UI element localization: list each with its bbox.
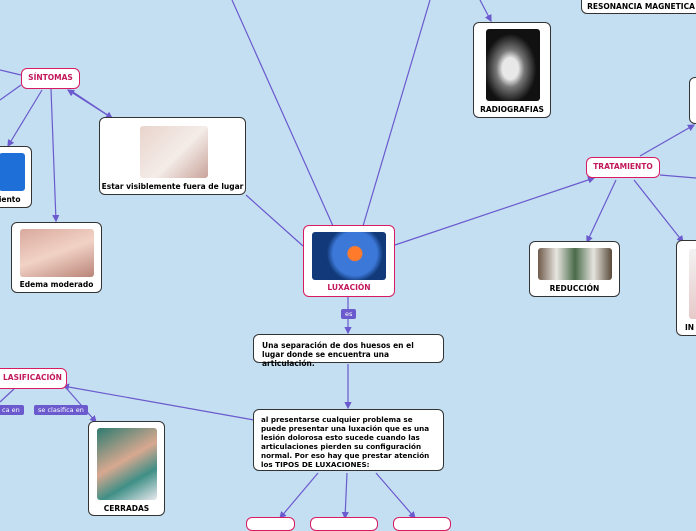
reduccion-label: REDUCCIÓN [549, 284, 600, 293]
miento-node[interactable]: miento [0, 146, 32, 208]
es-link-label: es [341, 309, 357, 319]
edge-central-top-left [231, 0, 334, 227]
edge-tipos-down1 [279, 472, 319, 519]
edge-tratamiento-right [659, 174, 696, 179]
clasifica-link-label: se clasifica en [34, 405, 88, 415]
fuera-lugar-node[interactable]: Estar visiblemente fuera de lugar [99, 117, 246, 195]
edge-sintomas-left2 [0, 84, 22, 101]
central-node-label: LUXACIÓN [327, 283, 371, 292]
edge-central-fuera [245, 194, 304, 247]
edge-tipos-down3 [375, 472, 416, 519]
clasifica-link-label-left: ca en [0, 405, 24, 415]
resonancia-label: RESONANCIA MAGNETICA [587, 2, 695, 11]
hand-photo [140, 126, 208, 178]
edge-clasif-left [0, 388, 15, 403]
sintomas-node[interactable]: SÍNTOMAS [21, 68, 80, 89]
definicion-node[interactable]: Una separación de dos huesos en el lugar… [253, 334, 444, 368]
fuera-lugar-label: Estar visiblemente fuera de lugar [101, 182, 244, 191]
edge-sintomas-miento [7, 89, 43, 148]
edge-tipos-clasificacion [61, 383, 255, 421]
shoulder-xray-image [312, 232, 386, 280]
right-partial-node[interactable] [689, 77, 696, 124]
edge-fuera-sintomas [66, 89, 113, 119]
edge-central-tratamiento [394, 176, 596, 246]
edge-tratamiento-in [633, 179, 684, 243]
blue-image [0, 153, 25, 191]
tipo-node-2[interactable] [310, 517, 378, 531]
tipo-node-1[interactable] [246, 517, 295, 531]
edge-sintomas-left [0, 69, 22, 76]
edge-to-radiografias [479, 0, 492, 23]
tipo-node-3[interactable] [393, 517, 451, 531]
edge-tipos-down2 [341, 472, 349, 520]
edge-tratamiento-top [639, 124, 696, 157]
central-node[interactable]: LUXACIÓN [303, 225, 395, 297]
connection-lines [0, 0, 696, 520]
tipos-node[interactable]: al presentarse cualquier problema se pue… [253, 409, 444, 471]
tratamiento-node[interactable]: TRATAMIENTO [586, 157, 660, 178]
edema-node[interactable]: Edema moderado [11, 222, 102, 293]
cerradas-node[interactable]: CERRADAS [88, 421, 165, 516]
edema-label: Edema moderado [19, 280, 94, 289]
in-node[interactable]: IN [676, 240, 696, 336]
reduccion-node[interactable]: REDUCCIÓN [529, 241, 620, 297]
resonancia-node[interactable]: RESONANCIA MAGNETICA [581, 0, 696, 14]
edge-tratamiento-reduccion [586, 179, 617, 244]
swollen-hands-photo [20, 229, 94, 277]
edge-central-top-right [362, 0, 431, 227]
miento-label: miento [0, 195, 21, 204]
cerradas-photo [97, 428, 157, 500]
edge-sintomas-edema [50, 88, 60, 223]
radiograph-image [486, 29, 540, 101]
cerradas-label: CERRADAS [103, 504, 150, 513]
radiografias-label: RADIOGRAFIAS [480, 105, 544, 114]
reduction-photo [538, 248, 612, 280]
tipos-text: al presentarse cualquier problema se pue… [261, 415, 430, 469]
definicion-text: Una separación de dos huesos en el lugar… [262, 341, 414, 368]
radiografias-node[interactable]: RADIOGRAFIAS [473, 22, 551, 118]
clasificacion-node[interactable]: LASIFICACIÓN [0, 368, 67, 389]
in-image [689, 249, 696, 319]
in-label: IN [685, 323, 695, 332]
